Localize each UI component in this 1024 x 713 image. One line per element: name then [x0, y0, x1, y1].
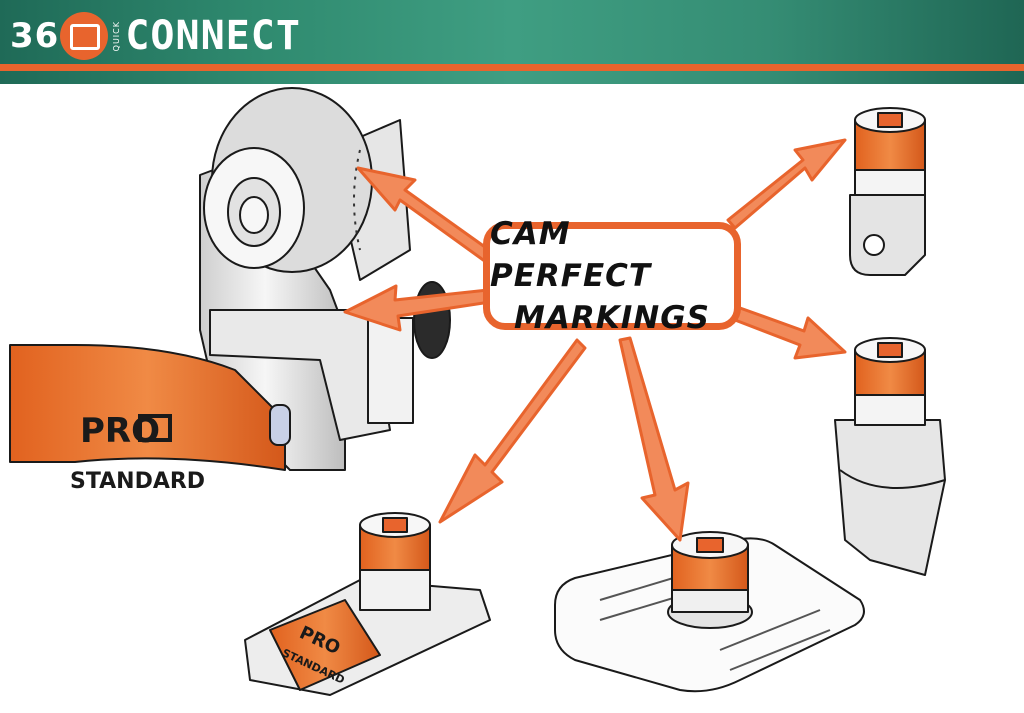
callout-line-1: CAM PERFECT — [490, 216, 652, 294]
header-stripe — [0, 64, 1024, 71]
arrow-to-dial — [356, 166, 494, 264]
product-illustration: PRO STANDARD PRO STANDARD — [9, 87, 946, 696]
plate-mount — [554, 531, 865, 693]
brand-number: 36 — [10, 16, 60, 56]
header-banner: 36 QUICK CONNECT — [0, 0, 1024, 84]
callout-box: CAM PERFECT MARKINGS — [483, 216, 741, 336]
base-mount — [244, 512, 491, 696]
callout-line-2: MARKINGS — [514, 300, 710, 336]
arrow-to-base — [438, 338, 587, 524]
hose-clamp-mount — [834, 337, 946, 576]
arrow-to-plate — [618, 336, 690, 542]
top-right-mount — [849, 107, 926, 276]
brand-word: CONNECT — [125, 13, 301, 59]
clamp-badge-square-icon — [138, 414, 172, 442]
arrow-to-lever — [343, 284, 492, 332]
brand-zero-icon — [60, 12, 109, 60]
brand-logo[interactable]: 36 QUICK CONNECT — [10, 6, 301, 66]
arrow-to-top-right — [726, 138, 847, 230]
clamp-mount — [9, 87, 451, 471]
callout-arrows — [343, 138, 847, 542]
clamp-badge-bottom: STANDARD — [70, 469, 205, 494]
brand-small-word: QUICK — [112, 20, 122, 52]
arrow-to-hose-clamp — [733, 306, 847, 360]
